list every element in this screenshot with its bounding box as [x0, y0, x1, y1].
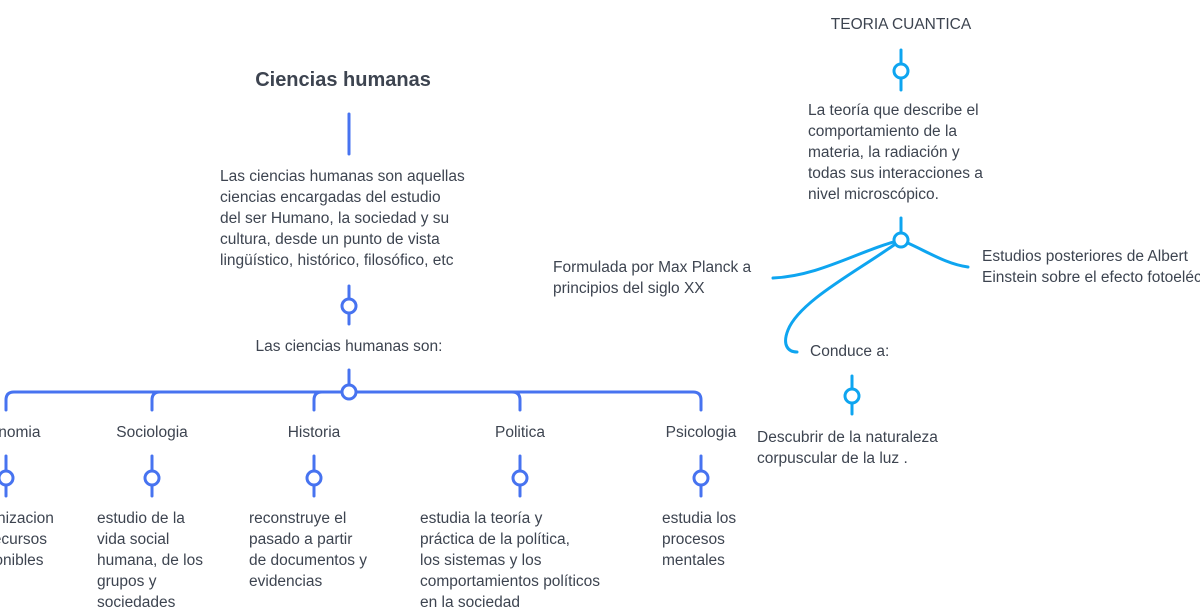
- politica-text[interactable]: estudia la teoría y práctica de la polít…: [420, 510, 601, 611]
- right-map-right-branch[interactable]: Estudios posteriores de Albert Einstein …: [982, 248, 1200, 286]
- right-map-lower-branch[interactable]: Conduce a:: [810, 343, 890, 360]
- branch-economia[interactable]: Economia: [0, 424, 41, 441]
- economia-text[interactable]: organizacion de recursos disponibles: [0, 510, 54, 569]
- right-map-lower-result[interactable]: Descubrir de la naturaleza corpuscular d…: [757, 429, 938, 467]
- connectors: [0, 48, 970, 498]
- branch-psicologia[interactable]: Psicologia: [665, 424, 737, 441]
- right-connectors: [771, 48, 970, 416]
- left-map-subheading[interactable]: Las ciencias humanas son:: [255, 338, 443, 355]
- historia-text[interactable]: reconstruye el pasado a partir de docume…: [249, 510, 368, 590]
- left-connectors: [0, 112, 710, 498]
- psicologia-text[interactable]: estudia los procesos mentales: [662, 510, 737, 569]
- branch-historia[interactable]: Historia: [287, 424, 341, 441]
- right-map-description[interactable]: La teoría que describe el comportamiento…: [808, 102, 983, 203]
- left-map-description[interactable]: Las ciencias humanas son aquellas cienci…: [220, 168, 465, 269]
- right-map-left-branch[interactable]: Formulada por Max Planck a principios de…: [553, 259, 752, 297]
- branch-politica[interactable]: Politica: [495, 424, 545, 441]
- sociologia-text[interactable]: estudio de la vida social humana, de los…: [97, 510, 203, 611]
- right-map-title[interactable]: TEORIA CUANTICA: [830, 16, 972, 33]
- branch-sociologia[interactable]: Sociologia: [116, 424, 188, 441]
- left-map-title[interactable]: Ciencias humanas: [255, 69, 431, 91]
